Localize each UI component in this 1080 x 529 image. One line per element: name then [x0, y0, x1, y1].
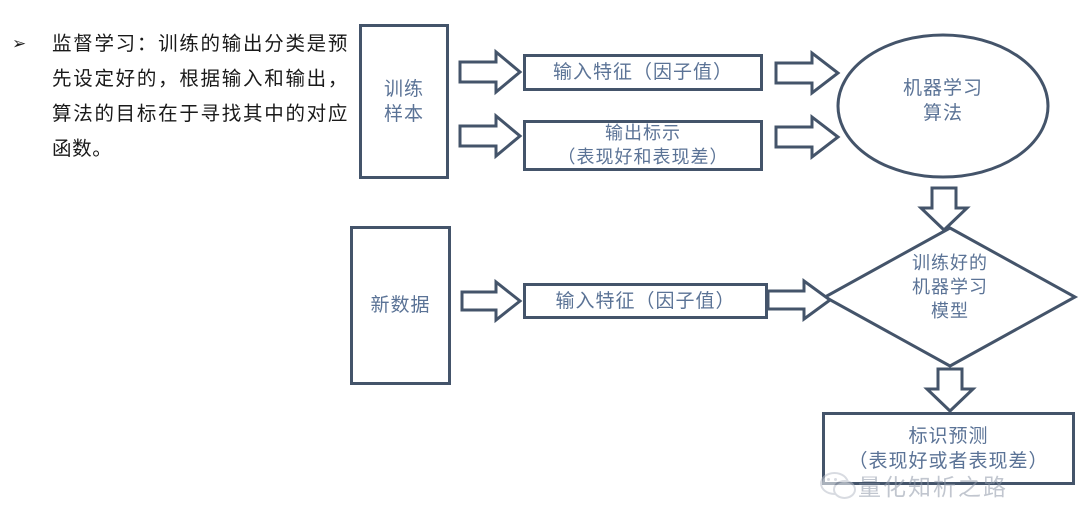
node-trained-model-label: 训练好的机器学习模型: [912, 253, 988, 322]
node-output-label[interactable]: 输出标示（表现好和表现差）: [523, 120, 763, 171]
arrow-trained-model-to-prediction: [923, 367, 977, 414]
node-training-sample-label: 训练样本: [383, 78, 424, 125]
arrow-input-feature-to-trained-model: [766, 278, 833, 322]
arrow-output-label-to-algorithm: [774, 113, 841, 161]
explanation-paragraph: 监督学习：训练的输出分类是预先设定好的，根据输入和输出，算法的目标在于寻找其中的…: [52, 32, 348, 160]
node-training-sample[interactable]: 训练样本: [359, 24, 449, 179]
arrow-training-sample-to-output-label: [458, 112, 523, 160]
node-input-feature-bottom[interactable]: 输入特征（因子值）: [523, 283, 768, 319]
bullet-arrow-icon: ➢: [12, 34, 27, 54]
arrow-new-data-to-input-feature: [460, 278, 523, 324]
node-input-feature-top-label: 输入特征（因子值）: [552, 61, 733, 84]
node-prediction-label: 标识预测（表现好或者表现差）: [848, 425, 1049, 472]
node-prediction[interactable]: 标识预测（表现好或者表现差）: [822, 412, 1075, 485]
node-ml-algorithm-label: 机器学习算法: [902, 77, 983, 124]
node-new-data[interactable]: 新数据: [350, 226, 451, 385]
explanation-text-block: ➢ 监督学习：训练的输出分类是预先设定好的，根据输入和输出，算法的目标在于寻找其…: [0, 14, 352, 214]
node-output-label-text: 输出标示（表现好和表现差）: [557, 123, 729, 168]
node-input-feature-bottom-label: 输入特征（因子值）: [555, 289, 736, 312]
node-new-data-label: 新数据: [370, 294, 431, 317]
node-input-feature-top[interactable]: 输入特征（因子值）: [523, 54, 763, 91]
arrow-algorithm-to-trained-model: [917, 186, 971, 233]
arrow-input-feature-to-algorithm: [774, 49, 841, 97]
arrow-training-sample-to-input-feature: [458, 48, 523, 96]
